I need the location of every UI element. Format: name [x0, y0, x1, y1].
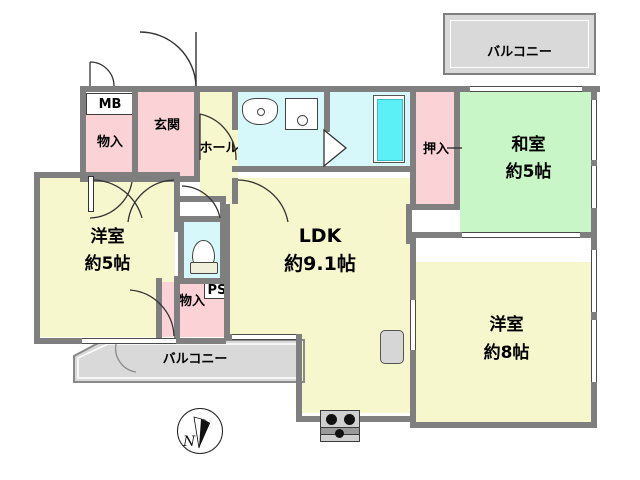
wall-right-hall — [232, 86, 238, 130]
wall-monoire-mid-bottom — [156, 338, 226, 344]
window-yoshitsu5-bottom — [82, 338, 176, 344]
wall-ldk-right-upper — [406, 204, 412, 244]
toilet-tank-icon — [190, 262, 218, 274]
wall-toilet-bottom — [178, 278, 226, 284]
door-arc-genkan-outer — [139, 31, 197, 87]
room-ldk — [228, 178, 412, 337]
wall-right-yoshitsu5 — [174, 172, 180, 232]
label-hall: ホール — [199, 141, 239, 156]
room-balcony-bottom — [74, 340, 302, 382]
oshiire-sliding-marks — [447, 147, 462, 149]
door-arc-yoshitsu5-top — [91, 179, 143, 219]
wall-top-yoshitsu5 — [34, 172, 180, 178]
wall-right-hall-lower — [232, 178, 238, 204]
label-washitsu-size: 約5帖 — [505, 162, 552, 182]
wall-left-mb-column — [80, 86, 86, 182]
sink-drain-icon — [257, 108, 265, 116]
door-leaf-yoshitsu5-top — [88, 176, 94, 212]
room-washitsu — [460, 92, 597, 237]
stove-burner-left-icon — [326, 414, 337, 425]
door-bath-folding — [323, 128, 348, 168]
label-washitsu-name: 和室 — [511, 135, 546, 155]
wall-left-kitchen-extension — [296, 334, 302, 422]
wall-right-monoire-left — [132, 86, 138, 182]
wall-monoire-mid-left — [156, 278, 162, 344]
wall-left-oshiire — [410, 86, 416, 210]
wall-bottom-outer-yoshitsu8 — [410, 422, 597, 428]
door-arc-hall-ldk — [237, 179, 289, 223]
door-arc-yoshitsu5-bottom — [129, 289, 175, 337]
wall-right-oshiire — [454, 90, 460, 210]
wall-top-left-block — [80, 86, 416, 92]
wall-bottom-genkan — [138, 176, 200, 182]
room-genkan — [138, 92, 196, 178]
window-yoshitsu8-right-lower — [591, 320, 597, 382]
label-monoire-left: 物入 — [96, 135, 123, 150]
bathtub-water — [377, 99, 403, 161]
label-balcony-top: バルコニー — [487, 45, 552, 60]
label-ldk-name: LDK — [298, 225, 342, 247]
window-washitsu-right-upper — [591, 100, 597, 160]
compass-label-north: N — [183, 434, 196, 450]
room-balcony-top — [443, 13, 596, 75]
window-washitsu-right-lower — [591, 166, 597, 208]
label-oshiire: 押入 — [422, 142, 449, 157]
window-yoshitsu8-right-upper — [591, 250, 597, 312]
door-arc-yoshitsu5-right — [127, 179, 175, 223]
wall-washroom-bath-divider — [324, 86, 330, 132]
washing-machine-dot-icon — [297, 115, 308, 126]
wall-right-genkan — [194, 86, 200, 182]
room-monoire-left — [86, 115, 134, 178]
label-monoire-mid: 物入 — [178, 294, 205, 309]
wall-right-outer-washitsu — [591, 86, 597, 238]
wall-bottom-monoire-left — [80, 176, 138, 182]
label-mb: MB — [86, 93, 134, 115]
window-washitsu-bottom — [462, 232, 580, 238]
compass-circle — [177, 408, 223, 454]
stove-burner-right-icon — [344, 414, 355, 425]
refrigerator-icon — [380, 330, 404, 364]
wall-toilet-top — [178, 216, 226, 222]
label-yoshitsu8-size: 約8帖 — [483, 343, 530, 363]
wall-bottom-bath — [328, 166, 416, 172]
window-ldk-bottom — [232, 334, 296, 340]
label-yoshitsu8-name: 洋室 — [489, 315, 524, 335]
wall-left-outer-yoshitsu5 — [34, 172, 40, 344]
door-balcony-bottom-left — [114, 343, 137, 373]
room-oshiire — [416, 92, 456, 210]
balcony-top-inner-line — [450, 20, 589, 68]
label-genkan: 玄関 — [153, 118, 180, 133]
wall-right-yoshitsu5-lower — [174, 276, 180, 344]
door-arc-genkan-hall — [199, 113, 237, 161]
window-washitsu-top — [470, 86, 582, 92]
label-yoshitsu5-size: 約5帖 — [84, 254, 131, 274]
label-yoshitsu5-name: 洋室 — [90, 227, 125, 247]
wall-bottom-washroom — [232, 166, 328, 172]
label-ldk-size: 約9.1帖 — [284, 253, 356, 275]
window-yoshitsu8-left — [410, 300, 416, 350]
wall-toilet-right — [220, 200, 226, 284]
room-yoshitsu-5 — [40, 178, 175, 337]
room-yoshitsu-8 — [416, 262, 597, 424]
wall-left-ldk — [224, 204, 230, 340]
door-arc-mb — [89, 61, 115, 87]
wall-hall-stub — [178, 196, 226, 202]
label-balcony-bottom: バルコニー — [162, 352, 228, 367]
balcony-bottom-outline — [73, 339, 305, 383]
door-arc-toilet — [181, 185, 221, 219]
wall-bottom-oshiire — [410, 204, 460, 210]
stove-burner-center-icon — [335, 429, 344, 438]
door-arc-monoire-left — [89, 181, 133, 219]
wall-toilet-left — [178, 216, 184, 284]
compass-needle-icon — [193, 416, 210, 449]
